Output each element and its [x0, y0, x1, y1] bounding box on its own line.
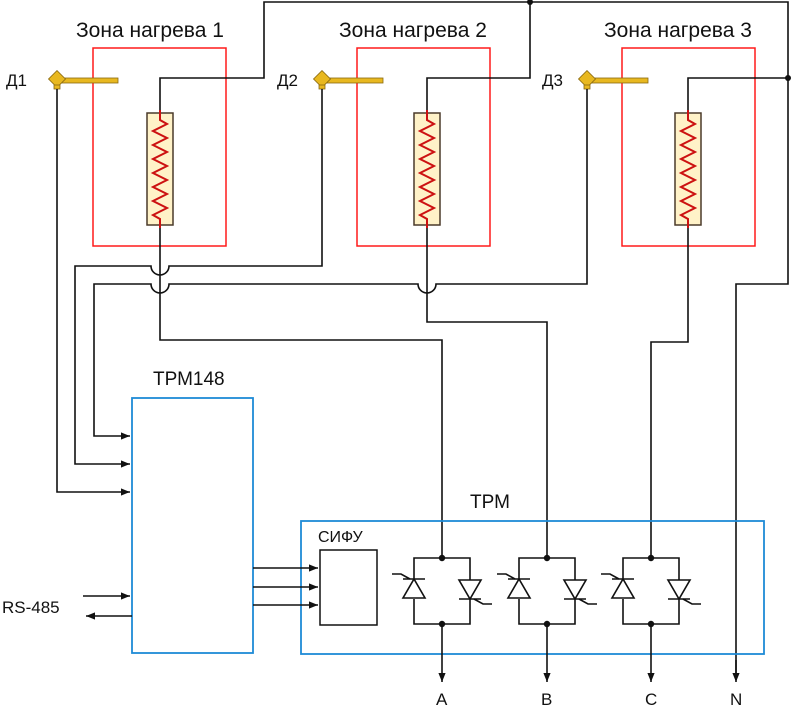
sensor-1-icon [47, 69, 119, 90]
thyristor-frame-top [518, 557, 576, 580]
heater-2 [413, 110, 441, 228]
thyristor-frame-bottom [518, 599, 576, 625]
thyristor-down-icon [666, 579, 692, 601]
output-c-label: C [645, 690, 658, 709]
output-b-label: B [541, 690, 553, 709]
junction-dot [647, 554, 655, 562]
thyristor-up-icon [401, 577, 427, 599]
thyristor-pair-c [601, 557, 701, 682]
sifu-label: СИФУ [318, 529, 363, 546]
junction-dot [527, 0, 533, 5]
thyristor-down-icon [457, 579, 483, 601]
control-lines [253, 564, 318, 609]
thyristor-up-icon [610, 577, 636, 599]
zone-2-box [356, 47, 491, 247]
gate-lead [578, 598, 597, 605]
rs485-label: RS-485 [2, 598, 60, 617]
sensor-wires [56, 89, 588, 496]
heater-1 [146, 110, 174, 228]
junction-dot [543, 554, 551, 562]
thyristor-frame-bottom [413, 599, 471, 625]
heater-feed-wires [159, 228, 689, 558]
junction-dot [647, 620, 655, 628]
thyristor-pair-b [497, 557, 597, 682]
output-a-label: A [436, 690, 448, 709]
zone-2-title: Зона нагрева 2 [339, 19, 487, 42]
trm148-label: ТРМ148 [153, 369, 225, 390]
trm148-block [131, 397, 254, 654]
rs485-lines [83, 592, 132, 620]
gate-lead [473, 598, 492, 605]
sensor-3-label: Д3 [542, 71, 563, 90]
thyristor-up-icon [506, 577, 532, 599]
zone-3-title: Зона нагрева 3 [604, 19, 752, 42]
neutral-bus [159, 1, 789, 680]
thyristor-frame-bottom [622, 599, 680, 625]
junction-dot [785, 75, 791, 81]
output-n-label: N [730, 690, 743, 709]
gate-lead [601, 573, 620, 580]
sensor-2-icon [312, 69, 384, 90]
gate-lead [682, 598, 701, 605]
heater-3 [674, 110, 702, 228]
sensor-3-icon [577, 69, 649, 90]
thyristor-frame-top [622, 557, 680, 580]
junction-dot [438, 620, 446, 628]
sifu-block [319, 549, 378, 626]
sensor-2-label: Д2 [277, 71, 298, 90]
gate-lead [392, 573, 411, 580]
zone-1-title: Зона нагрева 1 [76, 19, 224, 42]
thyristor-frame-top [413, 557, 471, 580]
gate-lead [497, 573, 516, 580]
thyristor-down-icon [562, 579, 588, 601]
junction-dot [543, 620, 551, 628]
thyristor-pair-a [392, 557, 492, 682]
junction-dot [438, 554, 446, 562]
sensor-1-label: Д1 [6, 71, 27, 90]
trm-label: ТРМ [470, 492, 510, 513]
